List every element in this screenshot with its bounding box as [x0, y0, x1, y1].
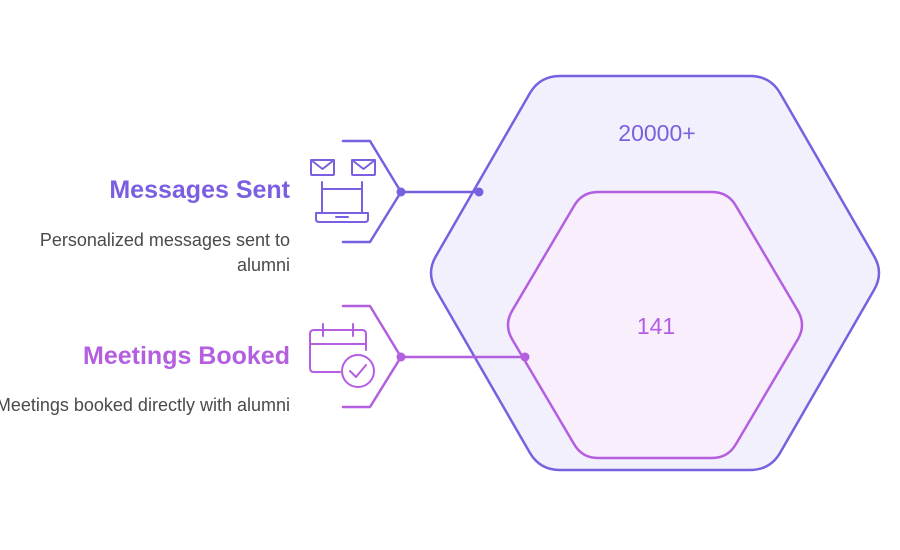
- calendar-check-icon: [309, 323, 375, 388]
- meetings-booked-title: Meetings Booked: [83, 342, 290, 370]
- messages-connector-dot-start: [396, 187, 406, 197]
- messages-sent-title: Messages Sent: [109, 176, 290, 204]
- messages-sent-description: Personalized messages sent to alumni: [39, 230, 290, 275]
- meetings-connector-dot-start: [396, 352, 406, 362]
- laptop-envelopes-icon: [310, 159, 376, 223]
- meetings-booked-description: Meetings booked directly with alumni: [0, 395, 290, 415]
- inner-hexagon: [506, 190, 804, 460]
- messages-value: 20000+: [618, 120, 695, 146]
- meetings-value: 141: [637, 313, 675, 339]
- messages-connector-dot-end: [474, 187, 484, 197]
- meetings-connector-dot-end: [520, 352, 530, 362]
